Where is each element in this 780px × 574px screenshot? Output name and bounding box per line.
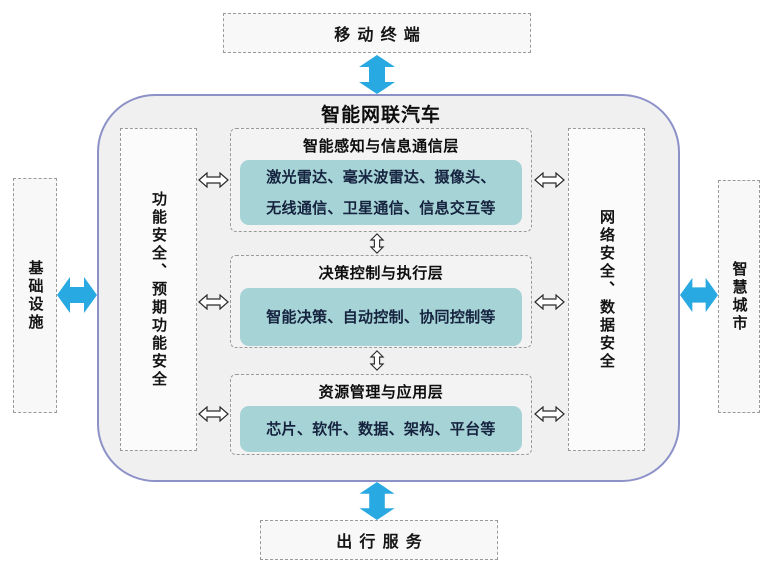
- double-arrow-left-layer3-icon: [198, 406, 229, 422]
- functional-safety-bar: 功能安全、预期功能安全: [120, 128, 197, 451]
- blue-double-arrow-left-icon: [57, 277, 97, 313]
- blue-double-arrow-bottom-icon: [359, 482, 395, 520]
- layer2-title: 决策控制与执行层: [318, 265, 444, 282]
- layer2-content-line1: 智能决策、自动控制、协同控制等: [266, 308, 496, 326]
- double-arrow-right-layer3-icon: [534, 406, 565, 422]
- double-arrow-left-layer1-icon: [198, 172, 229, 188]
- functional-safety-label: 功能安全、预期功能安全: [150, 190, 167, 389]
- double-arrow-vertical-2-icon: [369, 350, 385, 371]
- mobile-terminal-label: 移动终端: [334, 27, 427, 44]
- double-arrow-right-layer1-icon: [534, 172, 565, 188]
- layer1-content-line1: 激光雷达、毫米波雷达、摄像头、: [266, 168, 496, 186]
- double-arrow-right-layer2-icon: [534, 294, 565, 310]
- layer1-content-line2: 无线通信、卫星通信、信息交互等: [266, 199, 496, 217]
- external-node-infrastructure: 基础设施: [13, 178, 57, 413]
- blue-double-arrow-right-icon: [680, 277, 718, 313]
- network-security-label: 网络安全、数据安全: [598, 208, 615, 371]
- layer1-title: 智能感知与信息通信层: [302, 138, 459, 155]
- layer3-content-box: 芯片、软件、数据、架构、平台等: [240, 406, 522, 452]
- layer-perception-communication: 智能感知与信息通信层 激光雷达、毫米波雷达、摄像头、 无线通信、卫星通信、信息交…: [230, 128, 532, 232]
- external-node-smart-city: 智慧城市: [718, 180, 760, 413]
- layer2-content-box: 智能决策、自动控制、协同控制等: [240, 288, 522, 346]
- external-node-travel-service: 出行服务: [260, 520, 498, 560]
- double-arrow-left-layer2-icon: [198, 294, 229, 310]
- network-security-bar: 网络安全、数据安全: [568, 128, 645, 451]
- external-node-mobile-terminal: 移动终端: [223, 13, 531, 53]
- double-arrow-vertical-1-icon: [369, 233, 385, 254]
- travel-service-label: 出行服务: [336, 534, 429, 551]
- vehicle-title: 智能网联汽车: [321, 105, 441, 126]
- layer3-title: 资源管理与应用层: [318, 384, 444, 401]
- layer-decision-execution: 决策控制与执行层 智能决策、自动控制、协同控制等: [230, 255, 532, 348]
- layer1-content-box: 激光雷达、毫米波雷达、摄像头、 无线通信、卫星通信、信息交互等: [240, 160, 522, 225]
- layer3-content-line1: 芯片、软件、数据、架构、平台等: [266, 420, 496, 438]
- smart-city-label: 智慧城市: [730, 260, 748, 333]
- infrastructure-label: 基础设施: [26, 259, 44, 332]
- blue-double-arrow-top-icon: [359, 55, 395, 94]
- layer-resource-application: 资源管理与应用层 芯片、软件、数据、架构、平台等: [230, 374, 532, 455]
